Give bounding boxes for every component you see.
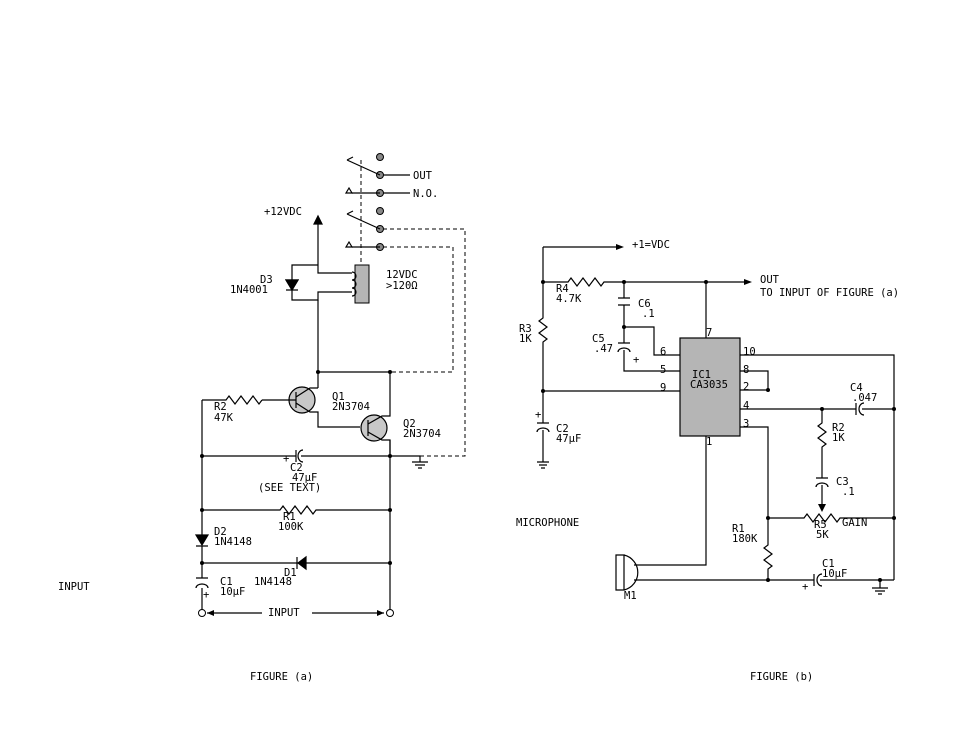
pin-5: 5 — [660, 364, 666, 376]
r3-value: 1K — [519, 333, 532, 345]
pin-1: 1 — [706, 436, 712, 448]
d1-ref: D1 — [284, 567, 297, 579]
d1-part: 1N4148 — [254, 576, 292, 588]
d3-part: 1N4001 — [230, 284, 268, 296]
pin-7: 7 — [706, 327, 712, 339]
c2-note-a: (SEE TEXT) — [258, 482, 321, 494]
r5-ref: R5 — [814, 519, 827, 531]
pin-2: 2 — [743, 381, 749, 393]
out-destination: TO INPUT OF FIGURE (a) — [760, 287, 899, 299]
figure-b: +1=VDC R4 4.7K OUT TO INPUT OF FIGURE (a… — [516, 239, 899, 683]
r1-ref-a: R1 — [283, 511, 296, 523]
ic1 — [679, 337, 741, 437]
c4-ref: C4 — [850, 382, 863, 394]
c1-ref-a: C1 — [220, 576, 233, 588]
c6-ref: C6 — [638, 298, 651, 310]
relay-resistance: >120Ω — [386, 280, 418, 292]
c2-ref-b: C2 — [556, 423, 569, 435]
c5-value: .47 — [594, 343, 613, 355]
out-label-b: OUT — [760, 274, 780, 286]
supply-label-a: +12VDC — [264, 206, 302, 218]
relay-contacts — [344, 153, 410, 265]
q2-transistor — [360, 414, 388, 442]
out-label: OUT — [413, 170, 433, 182]
junctions-a — [200, 370, 392, 565]
no-label: N.O. — [413, 188, 438, 200]
figure-a-caption: FIGURE (a) — [250, 671, 313, 683]
r4-ref: R4 — [556, 283, 569, 295]
pin-4: 4 — [743, 400, 749, 412]
c2-value-a: 47μF — [292, 472, 317, 484]
input-terminal-right — [386, 609, 394, 617]
r4-value: 4.7K — [556, 293, 582, 305]
q2-ref: Q2 — [403, 418, 416, 430]
pin-8: 8 — [743, 364, 749, 376]
input-side-label: INPUT — [58, 581, 90, 593]
r1-value-b: 180K — [732, 533, 758, 545]
c1-value-a: 10μF — [220, 586, 245, 598]
input-arrow-label: INPUT — [268, 607, 300, 619]
pin-10: 10 — [743, 346, 756, 358]
r2-ref-a: R2 — [214, 401, 227, 413]
c2-plus-a: + — [283, 453, 289, 465]
c2-ref-a: C2 — [290, 462, 303, 474]
q1-ref: Q1 — [332, 391, 345, 403]
c4-value: .047 — [852, 392, 877, 404]
c5-ref: C5 — [592, 333, 605, 345]
r2-value-a: 47K — [214, 412, 234, 424]
ic1-ref: IC1 — [692, 369, 711, 381]
r5-gain-label: GAIN — [842, 517, 867, 529]
c1-plus-b: + — [802, 581, 808, 593]
r3-ref: R3 — [519, 323, 532, 335]
pin-3: 3 — [743, 418, 749, 430]
m1-ref: M1 — [624, 590, 637, 602]
r1-ref-b: R1 — [732, 523, 745, 535]
c6-value: .1 — [642, 308, 655, 320]
c3-value: .1 — [842, 486, 855, 498]
supply-label-b: +1=VDC — [632, 239, 670, 251]
c2-value-b: 47μF — [556, 433, 581, 445]
figure-a: OUT N.O. 12VDC >120Ω +12VDC D3 1N4001 Q1… — [58, 153, 466, 683]
r1-value-a: 100K — [278, 521, 304, 533]
c1-value-b: 10μF — [822, 568, 847, 580]
d3-ref: D3 — [260, 274, 273, 286]
c3-ref: C3 — [836, 476, 849, 488]
pin-9: 9 — [660, 382, 666, 394]
c1-ref-b: C1 — [822, 558, 835, 570]
r5-value: 5K — [816, 529, 829, 541]
r2-ref-b: R2 — [832, 422, 845, 434]
q1-part: 2N3704 — [332, 401, 370, 413]
c5-plus: + — [633, 354, 639, 366]
r2-value-b: 1K — [832, 432, 845, 444]
ic1-part: CA3035 — [690, 379, 728, 391]
relay-coil — [354, 264, 370, 304]
microphone-label: MICROPHONE — [516, 517, 579, 529]
d2-part: 1N4148 — [214, 536, 252, 548]
figure-b-caption: FIGURE (b) — [750, 671, 813, 683]
q2-part: 2N3704 — [403, 428, 441, 440]
c2-plus-b: + — [535, 409, 541, 421]
relay-rating: 12VDC — [386, 269, 418, 281]
input-terminal-left — [198, 609, 206, 617]
c1-plus-a: + — [203, 589, 209, 601]
pin-6: 6 — [660, 346, 666, 358]
d2-ref: D2 — [214, 526, 227, 538]
